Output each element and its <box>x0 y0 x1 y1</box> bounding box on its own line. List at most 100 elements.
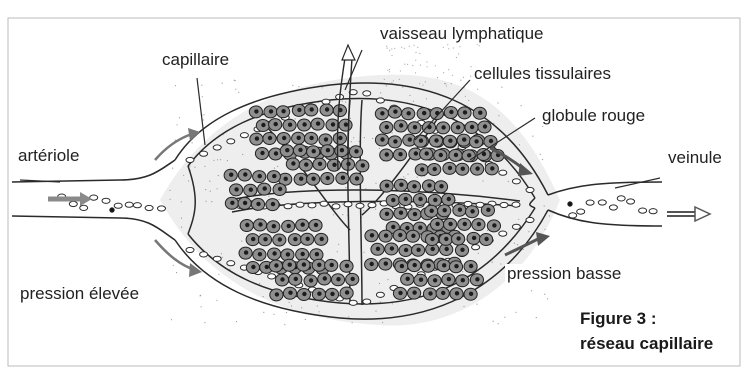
cell-nucleus <box>449 110 453 114</box>
stipple-dot <box>217 188 218 189</box>
outflow-arrow <box>667 207 710 221</box>
cell-nucleus <box>302 292 306 296</box>
stipple-dot <box>437 77 438 78</box>
cell-nucleus <box>326 148 330 152</box>
stipple-dot <box>417 47 418 48</box>
red-blood-cell <box>320 201 328 206</box>
cell-nucleus <box>456 125 460 129</box>
stipple-dot <box>498 115 499 116</box>
stipple-dot <box>465 96 466 97</box>
stipple-dot <box>204 166 205 167</box>
stipple-dot <box>387 48 388 49</box>
red-blood-cell <box>227 261 235 266</box>
cell-nucleus <box>314 223 318 227</box>
stipple-dot <box>217 159 218 160</box>
cell-nucleus <box>390 246 394 250</box>
cell-nucleus <box>355 176 359 180</box>
cell-nucleus <box>391 198 395 202</box>
cell-nucleus <box>469 292 473 296</box>
stipple-dot <box>501 87 502 88</box>
cell-nucleus <box>398 233 402 237</box>
red-blood-cell <box>627 199 635 204</box>
cell-nucleus <box>404 197 408 201</box>
stipple-dot <box>177 124 178 125</box>
stipple-dot <box>458 53 459 54</box>
stipple-dot <box>235 89 236 90</box>
cell-nucleus <box>256 202 260 206</box>
stipple-dot <box>540 154 541 155</box>
cell-nucleus <box>470 125 474 129</box>
red-blood-cell <box>512 179 520 184</box>
cell-nucleus <box>416 248 420 252</box>
cell-nucleus <box>463 222 467 226</box>
cell-nucleus <box>477 222 481 226</box>
stipple-dot <box>206 201 207 202</box>
red-blood-cell <box>376 98 384 103</box>
red-blood-cell <box>102 198 110 203</box>
red-blood-cell <box>639 208 647 213</box>
cell-nucleus <box>260 151 264 155</box>
stipple-dot <box>236 321 237 322</box>
red-blood-cell <box>186 157 194 162</box>
cell-nucleus <box>393 109 397 113</box>
stipple-dot <box>189 166 190 167</box>
cell-nucleus <box>398 291 402 295</box>
stipple-dot <box>333 214 334 215</box>
stipple-dot <box>229 269 230 270</box>
cell-nucleus <box>447 197 451 201</box>
stipple-dot <box>528 231 529 232</box>
cell-nucleus <box>306 237 310 241</box>
stipple-dot <box>497 102 498 103</box>
stipple-dot <box>386 85 387 86</box>
tissue-cells-label: cellules tissulaires <box>472 64 613 84</box>
stipple-dot <box>322 87 323 88</box>
stipple-dot <box>175 85 176 86</box>
cell-nucleus <box>439 153 443 157</box>
stipple-dot <box>456 57 457 58</box>
cell-nucleus <box>324 137 328 141</box>
red-blood-cell <box>110 208 114 212</box>
stipple-dot <box>380 92 381 93</box>
lymph-up-arrow <box>342 45 355 60</box>
figure-caption-number: Figure 3 : <box>580 307 657 331</box>
cell-nucleus <box>407 111 411 115</box>
stipple-dot <box>514 243 515 244</box>
cell-nucleus <box>399 183 403 187</box>
stipple-dot <box>531 290 532 291</box>
stipple-dot <box>476 304 477 305</box>
cell-nucleus <box>299 177 303 181</box>
stipple-dot <box>448 69 449 70</box>
stipple-dot <box>387 279 388 280</box>
red-blood-cell <box>609 205 617 210</box>
cell-nucleus <box>393 139 397 143</box>
stipple-dot <box>542 159 543 160</box>
red-blood-cell <box>200 252 208 257</box>
stipple-dot <box>359 141 360 142</box>
stipple-dot <box>200 295 201 296</box>
cell-nucleus <box>336 277 340 281</box>
stipple-dot <box>463 77 464 78</box>
stipple-dot <box>259 283 260 284</box>
cell-nucleus <box>475 166 479 170</box>
cell-nucleus <box>272 224 276 228</box>
stipple-dot <box>263 312 264 313</box>
cell-nucleus <box>419 139 423 143</box>
cell-nucleus <box>285 148 289 152</box>
stipple-dot <box>518 219 519 220</box>
stipple-dot <box>459 46 460 47</box>
cell-nucleus <box>317 263 321 267</box>
cell-nucleus <box>255 136 259 140</box>
cell-nucleus <box>249 188 253 192</box>
stipple-dot <box>181 218 182 219</box>
cell-nucleus <box>484 237 488 241</box>
stipple-dot <box>419 53 420 54</box>
stipple-dot <box>181 201 182 202</box>
cell-nucleus <box>272 251 276 255</box>
cell-nucleus <box>291 161 295 165</box>
cell-nucleus <box>448 166 452 170</box>
cell-nucleus <box>258 174 262 178</box>
stipple-dot <box>417 177 418 178</box>
stipple-dot <box>547 298 548 299</box>
cell-nucleus <box>430 237 434 241</box>
stipple-dot <box>415 72 416 73</box>
